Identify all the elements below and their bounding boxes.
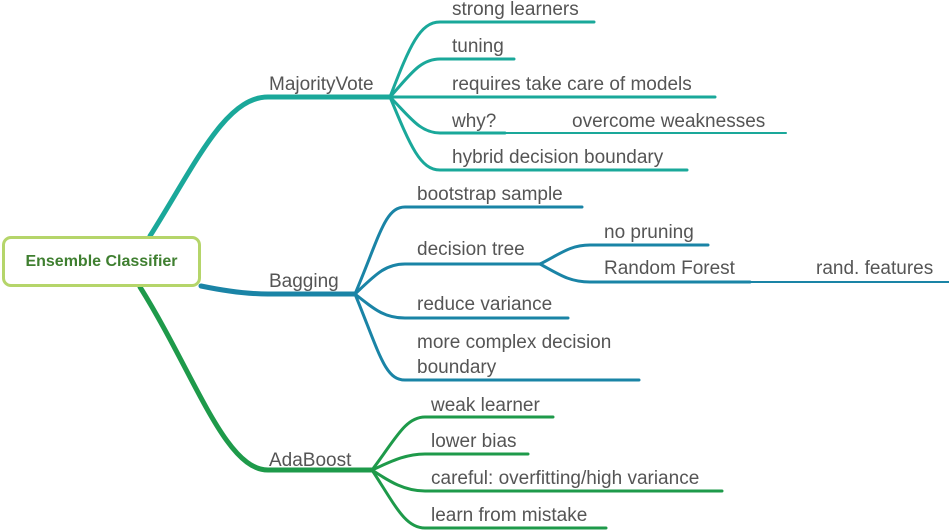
link-bg-complex-boundary (353, 292, 641, 382)
link-mv-why (388, 95, 507, 135)
link-mv-strong-learners (388, 20, 596, 99)
link-bg-dt-random-forest (538, 262, 752, 284)
mv-child-hybrid-boundary: hybrid decision boundary (452, 147, 664, 168)
link-ab-weak-learner (370, 415, 555, 472)
mv-child-why: why? (451, 111, 496, 132)
root-node-label: Ensemble Classifier (25, 252, 178, 270)
link-ab-lower-bias (370, 452, 530, 472)
ab-child-careful: careful: overfitting/high variance (431, 468, 699, 489)
bg-child-complex-boundary-line2: boundary (417, 357, 497, 378)
link-root-bagging (198, 283, 358, 297)
ab-child-weak-learner: weak learner (430, 395, 540, 416)
bg-rf-rand-features: rand. features (816, 258, 933, 279)
link-root-adaboost (137, 284, 375, 473)
branch-adaboost-label: AdaBoost (269, 450, 352, 471)
mv-why-overcome-weaknesses: overcome weaknesses (572, 111, 765, 132)
link-root-majorityvote (147, 94, 393, 239)
bg-dt-no-pruning: no pruning (604, 222, 694, 243)
link-ab-careful (370, 468, 724, 493)
bg-child-reduce-variance: reduce variance (417, 294, 552, 315)
ab-child-lower-bias: lower bias (431, 431, 517, 452)
mv-child-tuning: tuning (452, 36, 504, 57)
ab-child-learn-mistake: learn from mistake (431, 505, 587, 526)
bg-child-decision-tree: decision tree (417, 239, 525, 260)
link-mv-hybrid (388, 95, 689, 172)
branch-majorityvote-label: MajorityVote (269, 74, 374, 95)
bg-dt-random-forest: Random Forest (604, 258, 736, 279)
bg-child-complex-boundary-line1: more complex decision (417, 332, 611, 353)
mv-child-requires-care: requires take care of models (452, 74, 692, 95)
link-bg-bootstrap (353, 205, 584, 296)
link-bg-decision-tree (353, 262, 542, 296)
link-ab-learn-mistake (370, 468, 608, 530)
root-node: Ensemble Classifier (2, 236, 201, 287)
bg-child-bootstrap: bootstrap sample (417, 184, 563, 205)
link-bg-dt-no-pruning (538, 243, 710, 266)
link-mv-tuning (388, 57, 516, 99)
link-bg-reduce-variance (353, 292, 570, 320)
mv-child-strong-learners: strong learners (452, 0, 579, 20)
branch-bagging-label: Bagging (269, 271, 339, 292)
